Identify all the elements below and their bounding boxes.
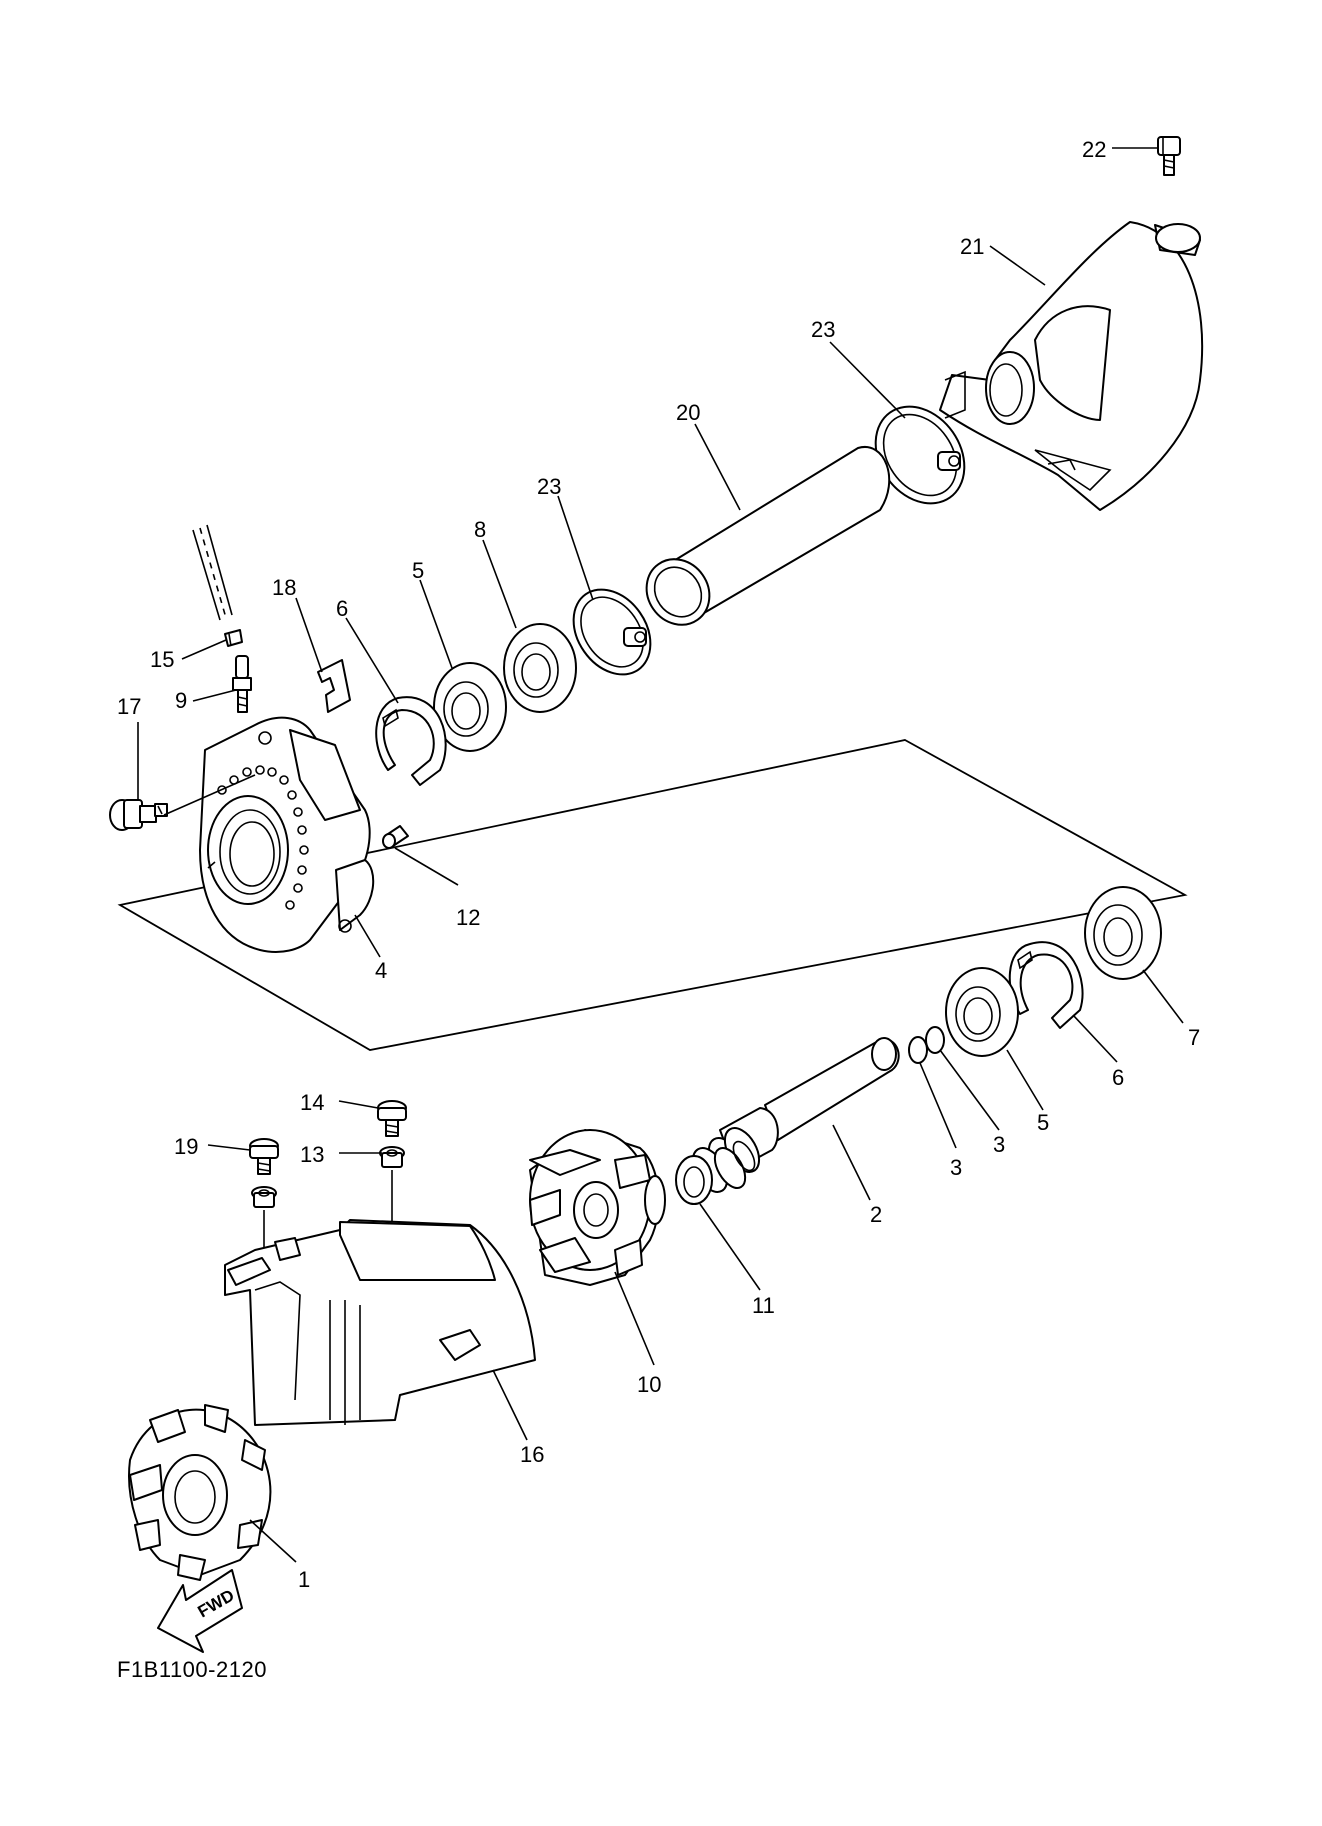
callout-10: 10 [637, 1372, 661, 1397]
callout-6-lower: 6 [1112, 1065, 1124, 1090]
part-7-bearing [1084, 886, 1162, 980]
callout-23-upper: 23 [811, 317, 835, 342]
part-3-o-ring-b [908, 1036, 928, 1064]
part-23-clamp-upper [874, 405, 966, 505]
callout-14: 14 [300, 1090, 324, 1115]
callout-11: 11 [752, 1293, 775, 1318]
diagram-code: F1B1100-2120 [117, 1657, 267, 1682]
part-20-pipe [645, 445, 891, 626]
callout-12: 12 [456, 905, 480, 930]
part-22-bolt [1157, 136, 1181, 176]
part-23-clamp-lower [572, 588, 652, 676]
part-4-housing [199, 716, 375, 953]
callout-2: 2 [870, 1202, 882, 1227]
part-18-plate [317, 659, 351, 713]
callout-22: 22 [1082, 137, 1106, 162]
callout-18: 18 [272, 575, 296, 600]
callout-23-lower: 23 [537, 474, 561, 499]
part-10-coupler [529, 1129, 666, 1286]
callout-5-upper: 5 [412, 558, 424, 583]
callout-4: 4 [375, 958, 387, 983]
part-15-cap [224, 629, 243, 647]
hose-line [192, 524, 233, 621]
callout-13: 13 [300, 1142, 324, 1167]
part-21-nozzle [939, 221, 1204, 511]
callout-9: 9 [175, 688, 187, 713]
callout-17: 17 [117, 694, 141, 719]
part-17-bolt [109, 799, 168, 831]
fwd-arrow-icon: FWD [157, 1569, 243, 1653]
callout-3-a: 3 [993, 1132, 1005, 1157]
callout-16: 16 [520, 1442, 544, 1467]
part-14-bolt [377, 1100, 407, 1137]
part-12-pin [382, 825, 409, 849]
part-5-bearing-upper [433, 662, 507, 752]
part-2-shaft [691, 1037, 900, 1193]
callout-8: 8 [474, 517, 486, 542]
part-1-damper [128, 1404, 272, 1581]
assembly-frame [117, 739, 1188, 1051]
part-9-nipple [232, 655, 252, 713]
part-3-o-ring-a [925, 1026, 945, 1054]
callout-1: 1 [298, 1567, 310, 1592]
part-19-collar [251, 1186, 277, 1208]
part-13-collar [379, 1146, 405, 1168]
callout-19: 19 [174, 1134, 198, 1159]
callout-6-upper: 6 [336, 596, 348, 621]
part-6-snap-ring-upper [375, 696, 447, 786]
part-8-bearing [503, 623, 577, 713]
leader-lines [137, 147, 1184, 1563]
part-16-cover [224, 1219, 536, 1426]
part-11-washer [675, 1155, 713, 1205]
callout-15: 15 [150, 647, 174, 672]
part-19-bolt [249, 1138, 279, 1175]
callout-labels: 22 21 23 20 23 8 5 6 18 15 9 17 12 4 7 6… [117, 137, 1200, 1592]
callout-20: 20 [676, 400, 700, 425]
callout-5-lower: 5 [1037, 1110, 1049, 1135]
callout-21: 21 [960, 234, 984, 259]
callout-3-b: 3 [950, 1155, 962, 1180]
part-6-snap-ring-lower [1008, 941, 1084, 1029]
callout-7: 7 [1188, 1025, 1200, 1050]
part-5-bearing-lower [945, 967, 1019, 1057]
